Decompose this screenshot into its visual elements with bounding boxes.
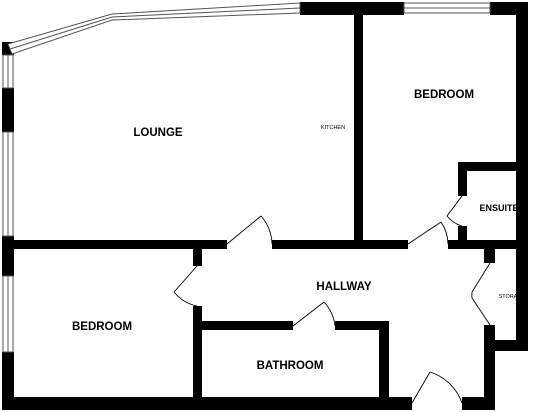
door-entrance: [411, 371, 463, 404]
room-label-lounge: LOUNGE: [133, 127, 183, 139]
door-ensuite: [446, 195, 463, 227]
wall-storage-left-lower: [484, 325, 495, 349]
wall-ensuite-left-upper: [458, 162, 467, 196]
room-label-bedroom-second: BEDROOM: [72, 321, 132, 333]
wall-ensuite-left-lower: [458, 226, 467, 240]
room-label-hallway: HALLWAY: [316, 281, 371, 293]
walls: [2, 2, 528, 410]
wall-ensuite-bottom-right: [482, 240, 528, 249]
wall-lounge-bottom-right: [272, 240, 408, 249]
wall-ensuite-bottom-left: [448, 240, 482, 249]
room-label-bedroom-main: BEDROOM: [414, 89, 474, 101]
wall-bedroom2-right-lower: [193, 306, 202, 410]
wall-ensuite-top: [458, 162, 528, 171]
room-label-bathroom: BATHROOM: [257, 360, 324, 372]
windows: [2, 2, 491, 353]
wall-bathroom-top-right: [335, 321, 389, 330]
wall-left-3: [2, 352, 14, 410]
door-bedroom-main: [407, 221, 449, 245]
door-storage: [471, 262, 491, 326]
wall-top-center: [300, 2, 404, 15]
door-lounge: [226, 215, 273, 245]
wall-bedroom2-right-upper: [193, 249, 202, 266]
wall-storage-left-upper: [484, 249, 495, 263]
wall-bottom-main: [2, 397, 412, 410]
wall-left-1: [2, 88, 14, 132]
door-bedroom2: [173, 265, 198, 307]
room-label-kitchen: KITCHEN: [321, 125, 345, 131]
wall-bathroom-top-left: [193, 321, 293, 330]
room-label-ensuite: ENSUITE: [479, 203, 518, 213]
wall-lounge-bottom-left: [2, 240, 227, 249]
wall-right-upper: [516, 2, 528, 250]
wall-bottom-right: [462, 397, 495, 410]
doors: [173, 195, 491, 404]
wall-bathroom-right: [379, 321, 389, 410]
wall-right-lower: [516, 240, 528, 351]
door-bathroom: [292, 301, 336, 327]
window-lounge-angled: [7, 2, 301, 55]
wall-right-step: [484, 340, 495, 410]
wall-storage-bottom: [484, 340, 528, 351]
room-label-storage: STORAGE: [499, 294, 526, 300]
wall-kitchen-bedroom: [354, 2, 363, 249]
